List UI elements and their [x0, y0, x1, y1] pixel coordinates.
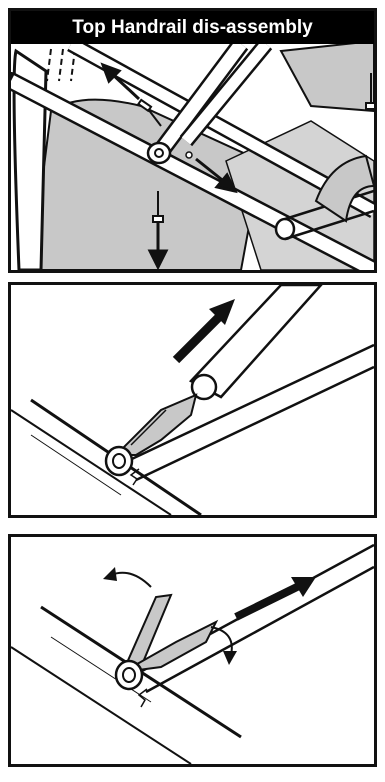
clamp-open-illustration	[11, 537, 374, 764]
handrail-frame-illustration	[11, 11, 374, 270]
clamp-removal-illustration	[11, 285, 374, 515]
step-3-panel	[8, 534, 377, 767]
page-title: Top Handrail dis-assembly	[11, 11, 374, 44]
step-2-panel	[8, 282, 377, 518]
step-1-panel: Top Handrail dis-assembly	[8, 8, 377, 273]
